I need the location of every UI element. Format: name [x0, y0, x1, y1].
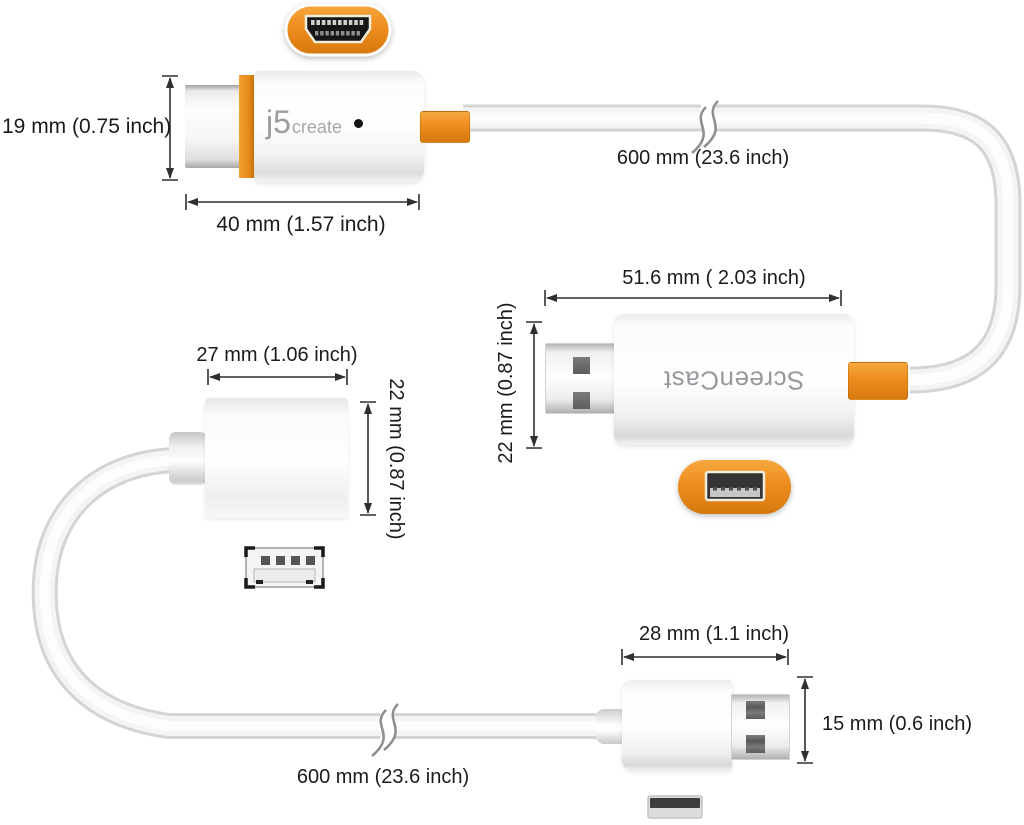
brand-logo-sub: create	[291, 117, 342, 137]
usb-plug-hole	[746, 735, 765, 753]
usb-a-port-orange-icon	[678, 460, 791, 514]
usb-female-coupler-body	[205, 398, 348, 518]
coupler-strain-relief	[169, 432, 207, 485]
usb-plug-hole	[746, 701, 765, 719]
dim-bottom-cable-length-label: 600 mm (23.6 inch)	[296, 766, 470, 788]
hdmi-male-plug	[185, 85, 242, 168]
coupler-port-pill	[215, 540, 350, 594]
usb-male-plug-body	[622, 680, 732, 770]
dim-hdmi-height-label: 19 mm (0.75 inch)	[2, 115, 172, 138]
dim-adapter-length-label: 40 mm (1.57 inch)	[216, 213, 386, 236]
cable-break-icon	[371, 698, 399, 757]
plug-face-pill	[627, 786, 722, 825]
dim-coupler-width-label: 27 mm (1.06 inch)	[196, 344, 358, 366]
dim-plug-height-label: 15 mm (0.6 inch)	[822, 713, 973, 735]
dongle-usb-plug	[545, 343, 615, 414]
plug-strain-relief	[596, 709, 624, 744]
usb-a-coupler-port-icon	[244, 546, 325, 589]
dim-plug-length-label: 28 mm (1.1 inch)	[638, 623, 790, 645]
usb-male-plug-shell	[731, 694, 790, 760]
dim-dongle-length-label: 51.6 mm ( 2.03 inch)	[622, 267, 806, 289]
hdmi-adapter-body: j5 create	[254, 71, 424, 182]
cable-strain-relief	[420, 111, 470, 143]
usb-plug-hole	[573, 357, 590, 374]
dim-dongle-height-label: 22 mm (0.87 inch)	[495, 302, 517, 464]
dongle-strain-relief	[848, 362, 908, 400]
led-indicator	[354, 119, 363, 128]
usb-a-plug-face-icon	[647, 795, 703, 819]
device-name-label: ScreenCast	[663, 365, 805, 395]
hdmi-port-icon	[284, 3, 392, 57]
hdmi-adapter-collar	[239, 75, 255, 178]
dim-coupler-height-label: 22 mm (0.87 inch)	[385, 378, 407, 540]
brand-logo-main: j5	[266, 104, 291, 140]
dongle-body: ScreenCast	[614, 314, 854, 445]
brand-logo: j5 create	[266, 104, 342, 141]
dim-top-cable-length-label: 600 mm (23.6 inch)	[616, 147, 790, 169]
usb-plug-hole	[573, 392, 590, 409]
